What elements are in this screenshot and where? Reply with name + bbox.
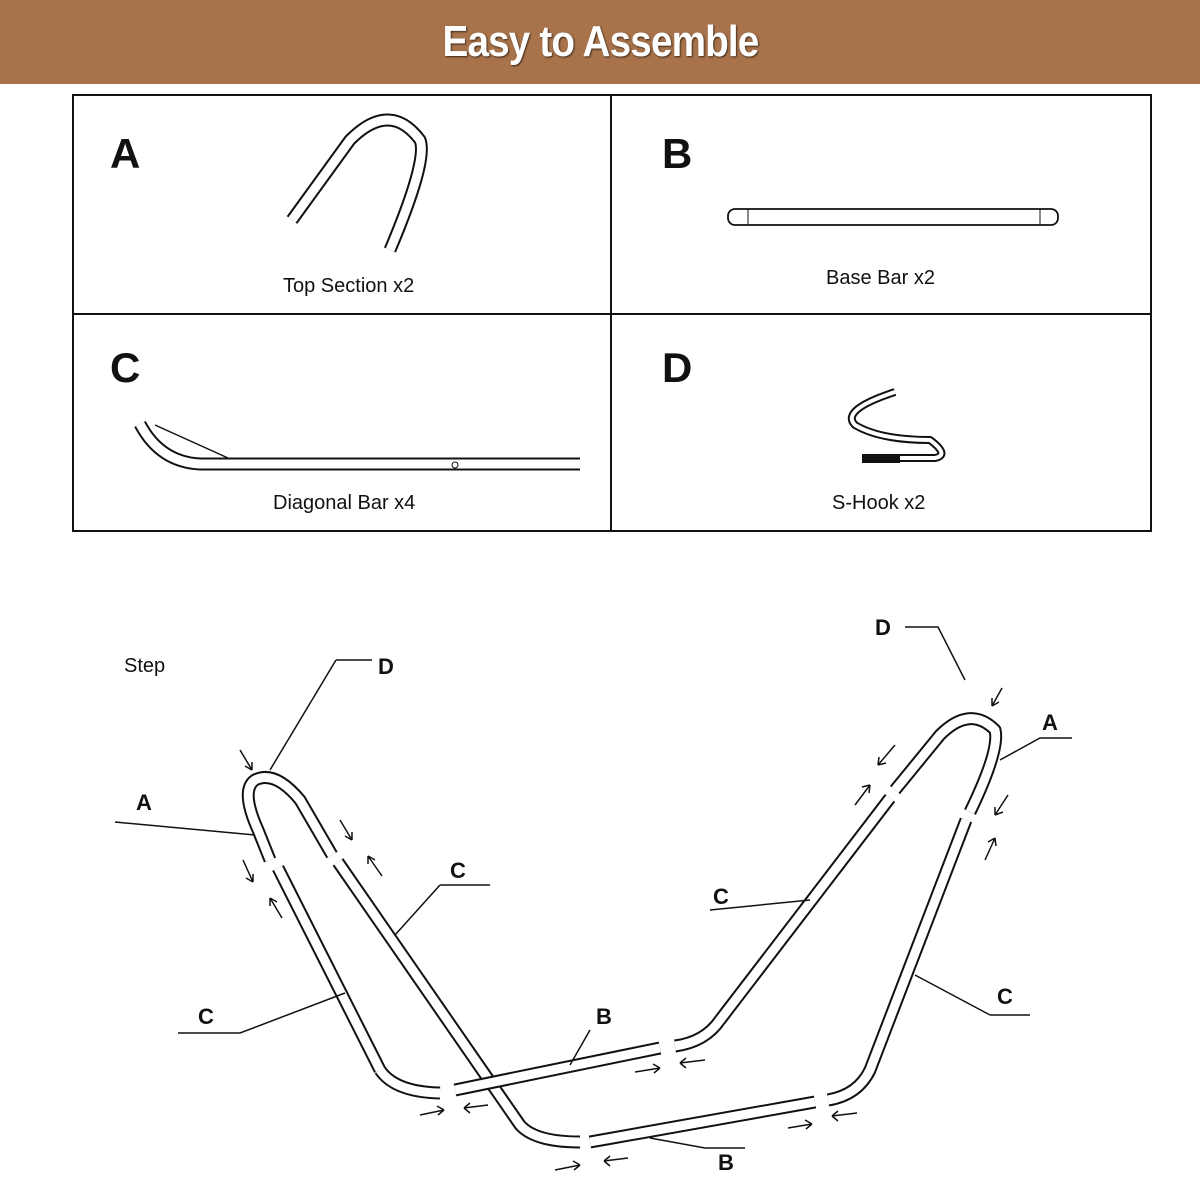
part-c-letter: C [110, 344, 140, 391]
header-title: Easy to Assemble [442, 17, 759, 66]
part-a-label: Top Section x2 [283, 275, 414, 297]
callout-c-left-inner: C [450, 858, 466, 883]
callout-a-left: A [136, 790, 152, 815]
part-a: A Top Section x2 [110, 113, 428, 297]
part-b: B Base Bar x2 [662, 130, 1059, 289]
part-d: D S-Hook x2 [662, 344, 946, 514]
callout-c-right-outer: C [997, 984, 1013, 1009]
callout-a-right: A [1042, 710, 1058, 735]
diagonal-bar-drawing [134, 420, 580, 471]
callout-d-left: D [378, 654, 394, 679]
callout-b-front: B [596, 1004, 612, 1029]
part-b-letter: B [662, 130, 692, 177]
part-d-label: S-Hook x2 [832, 492, 925, 514]
header-banner: Easy to Assemble [0, 0, 1200, 84]
base-bar-drawing [727, 208, 1059, 226]
assembly-drawing: Step [114, 615, 1072, 1175]
callout-b-back: B [718, 1150, 734, 1175]
callout-d-right: D [875, 615, 891, 640]
step-label: Step [124, 655, 165, 677]
callout-c-left-outer: C [198, 1004, 214, 1029]
part-a-letter: A [110, 130, 140, 177]
parts-grid [72, 94, 1152, 532]
arrow-icons [239, 687, 1009, 1171]
callout-c-right-inner: C [713, 884, 729, 909]
part-c-label: Diagonal Bar x4 [273, 492, 415, 514]
part-d-letter: D [662, 344, 692, 391]
part-c: C Diagonal Bar x4 [110, 344, 580, 514]
part-b-label: Base Bar x2 [826, 267, 935, 289]
